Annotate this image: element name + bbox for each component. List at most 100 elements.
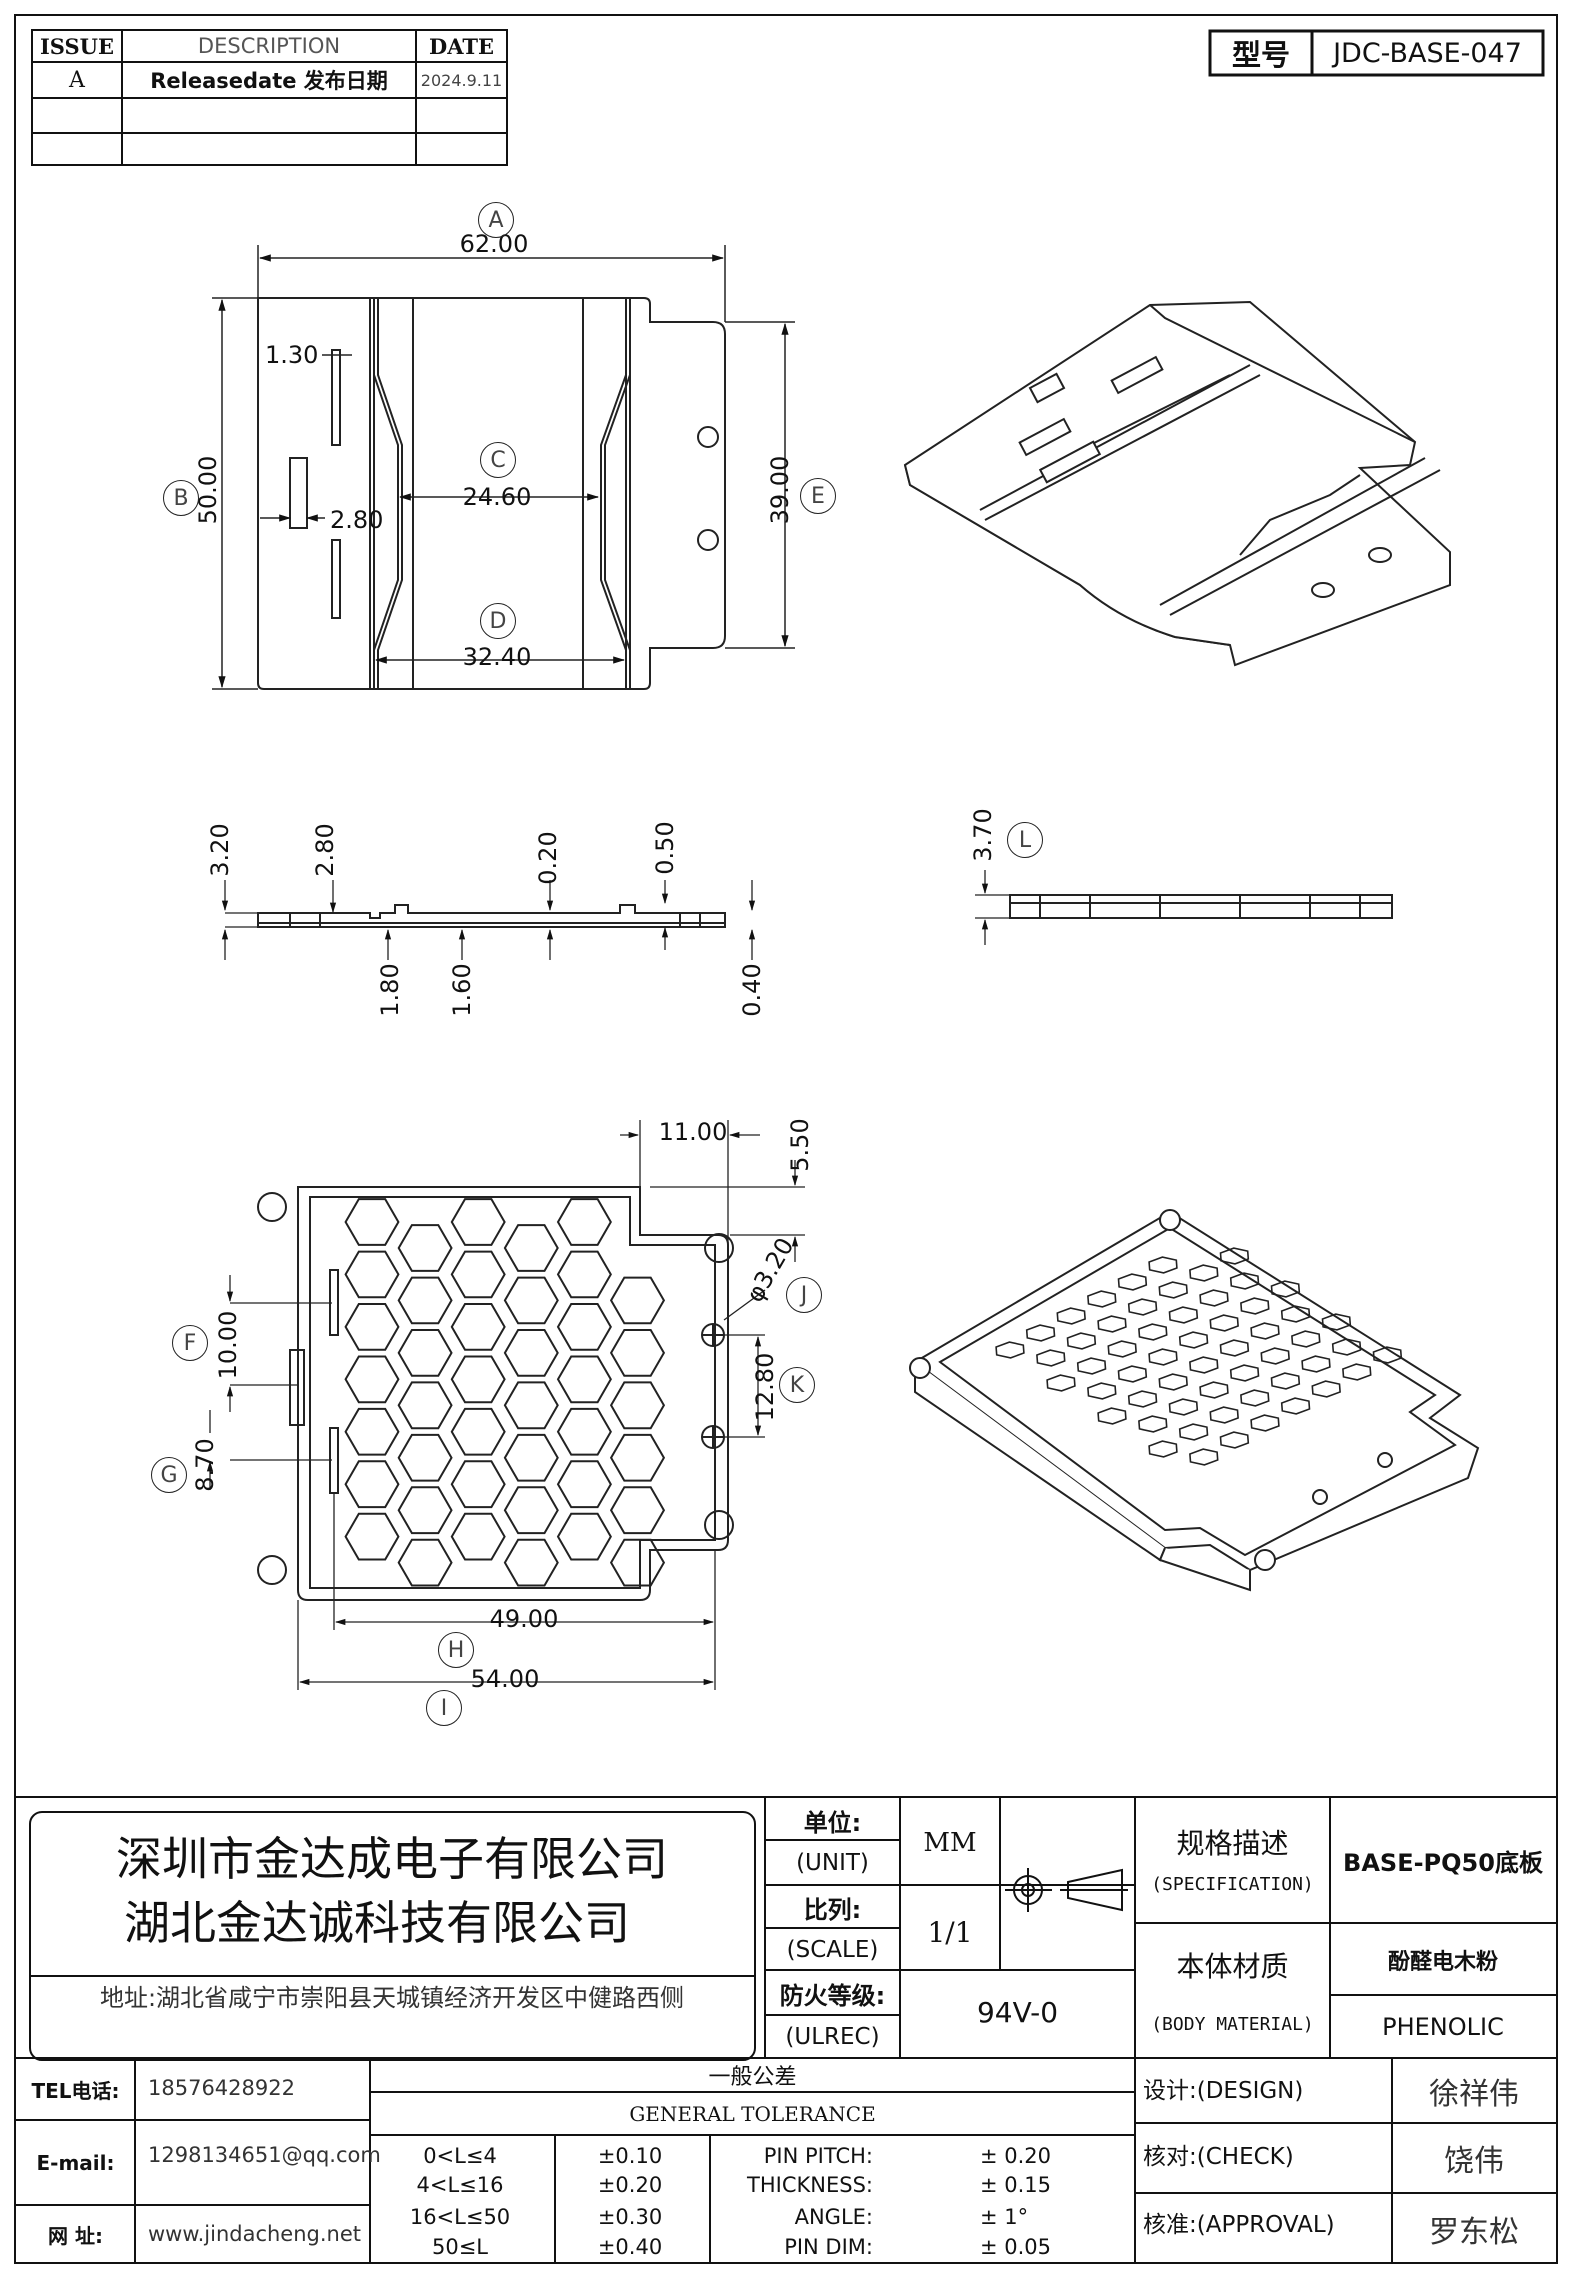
iso-honeycomb-cell — [1240, 1389, 1270, 1407]
iso-honeycomb-cell — [1087, 1382, 1117, 1400]
dim-G: 8.70 — [191, 1438, 219, 1492]
tol-range-4: 50≤L — [431, 2235, 489, 2259]
honeycomb-cell — [503, 1486, 559, 1535]
iso-honeycomb-cell — [995, 1341, 1025, 1359]
honeycomb-cell — [344, 1198, 400, 1246]
issue-value: A — [69, 67, 85, 93]
designer-name: 徐祥伟 — [1429, 2076, 1519, 2112]
honeycomb-cell — [503, 1433, 559, 1482]
dim-side-h2: 2.80 — [311, 823, 339, 877]
iso-honeycomb-cell — [1036, 1349, 1066, 1367]
iso-honeycomb-cell — [1229, 1272, 1260, 1290]
tol-item-value-3: ± 1° — [980, 2205, 1029, 2229]
material-value: PHENOLIC — [1382, 2013, 1504, 2041]
honeycomb-cell — [450, 1407, 506, 1456]
honeycomb-cell — [397, 1486, 453, 1535]
dim-E: 39.00 — [766, 455, 794, 525]
iso-honeycomb-cell — [1301, 1355, 1331, 1373]
balloon-I: I — [426, 1690, 462, 1726]
honeycomb-cell — [344, 1250, 400, 1299]
tol-range-3: 16<L≤50 — [409, 2205, 511, 2229]
iso-honeycomb-cell — [1097, 1407, 1127, 1425]
honeycomb-cell — [344, 1355, 400, 1404]
check-label: 核对:(CHECK) — [1143, 2144, 1294, 2170]
dim-side-t1: 0.20 — [534, 831, 562, 885]
honeycomb-cell — [503, 1381, 559, 1430]
honeycomb-cell — [397, 1224, 453, 1272]
dim-F: 10.00 — [214, 1310, 242, 1380]
tol-item-value-2: ± 0.15 — [980, 2173, 1052, 2197]
honeycomb-cell — [450, 1512, 506, 1561]
scale-en-label: (SCALE) — [786, 1937, 879, 1963]
iso-honeycomb-cell — [1178, 1423, 1209, 1441]
iso-honeycomb-cell — [1117, 1273, 1148, 1291]
top-view — [257, 297, 726, 690]
email-value: 1298134651@qq.com — [148, 2143, 381, 2167]
scale-value: 1/1 — [927, 1916, 973, 1949]
iso-honeycomb-cell — [1250, 1414, 1280, 1432]
honeycomb-cell — [344, 1303, 400, 1351]
honeycomb-cell — [556, 1512, 612, 1561]
dim-K: 12.80 — [751, 1352, 779, 1422]
tol-item-3: ANGLE: — [794, 2205, 873, 2229]
side-view — [257, 904, 726, 928]
model-box-frame — [1208, 29, 1545, 77]
honeycomb-cell — [556, 1460, 612, 1509]
iso-honeycomb-cell — [1168, 1306, 1199, 1324]
approval-label: 核准:(APPROVAL) — [1143, 2212, 1335, 2238]
dim-D: 32.40 — [462, 643, 532, 671]
honeycomb-cell — [397, 1433, 453, 1482]
iso-honeycomb-cell — [1189, 1264, 1219, 1282]
iso-honeycomb-cell — [1158, 1373, 1188, 1391]
iso-honeycomb-cell — [1209, 1406, 1239, 1424]
tol-item-4: PIN DIM: — [784, 2235, 873, 2259]
iso-honeycomb-cell — [1046, 1374, 1076, 1392]
iso-honeycomb-cell — [1127, 1298, 1158, 1316]
iso-honeycomb-cell — [1076, 1357, 1107, 1375]
dim-side-b2: 1.60 — [448, 963, 476, 1017]
honeycomb-cell — [503, 1538, 559, 1587]
balloon-G: G — [151, 1457, 187, 1493]
drawing-border — [14, 14, 1558, 2264]
tolerance-title-en: GENERAL TOLERANCE — [629, 2102, 876, 2126]
fire-en-label: (ULREC) — [785, 2024, 880, 2050]
balloon-K: K — [779, 1367, 815, 1403]
iso-honeycomb-cell — [1372, 1346, 1403, 1364]
balloon-C: C — [480, 442, 516, 478]
dim-L: 3.70 — [969, 808, 997, 862]
company-name-2: 湖北金达诚科技有限公司 — [124, 1896, 630, 1950]
balloon-J: J — [786, 1277, 822, 1313]
tol-range-1: 0<L≤4 — [423, 2144, 497, 2168]
iso-honeycomb-cell — [1229, 1364, 1260, 1382]
honeycomb-cell — [503, 1276, 559, 1325]
company-address: 地址:湖北省咸宁市崇阳县天城镇经济开发区中健路西侧 — [99, 1984, 685, 2012]
iso-honeycomb-cell — [1025, 1324, 1056, 1342]
model-label: 型号 — [1231, 38, 1290, 72]
spec-value: BASE-PQ50底板 — [1343, 1848, 1543, 1877]
iso-honeycomb-cell — [1209, 1314, 1239, 1332]
honeycomb-cell — [556, 1198, 612, 1246]
tol-value-1: ±0.10 — [597, 2144, 663, 2168]
unit-en-label: (UNIT) — [796, 1850, 869, 1876]
website-value: www.jindacheng.net — [148, 2222, 362, 2246]
spec-cn-label: 规格描述 — [1176, 1827, 1289, 1860]
tel-label: TEL电话: — [31, 2078, 120, 2103]
email-label: E-mail: — [36, 2150, 115, 2175]
iso-honeycomb-cell — [1250, 1322, 1280, 1340]
dim-notch-height: 5.50 — [786, 1118, 814, 1172]
fire-cn-label: 防火等级: — [779, 1982, 886, 2010]
iso-honeycomb-cell — [1331, 1338, 1362, 1356]
iso-honeycomb-cell — [1117, 1365, 1148, 1383]
unit-cn-label: 单位: — [803, 1808, 862, 1837]
honeycomb-cell — [609, 1276, 666, 1325]
iso-honeycomb-cell — [1178, 1331, 1209, 1349]
honeycomb-cell — [344, 1407, 400, 1456]
material-cn-label: 本体材质 — [1176, 1950, 1289, 1983]
tol-item-1: PIN PITCH: — [763, 2144, 873, 2168]
side-view-right — [1009, 894, 1393, 919]
iso-honeycomb-cell — [1270, 1280, 1301, 1298]
iso-honeycomb-cell — [1158, 1281, 1188, 1299]
iso-honeycomb-cell — [1270, 1372, 1301, 1390]
approver-name: 罗东松 — [1429, 2214, 1519, 2250]
balloon-F: F — [172, 1325, 208, 1361]
